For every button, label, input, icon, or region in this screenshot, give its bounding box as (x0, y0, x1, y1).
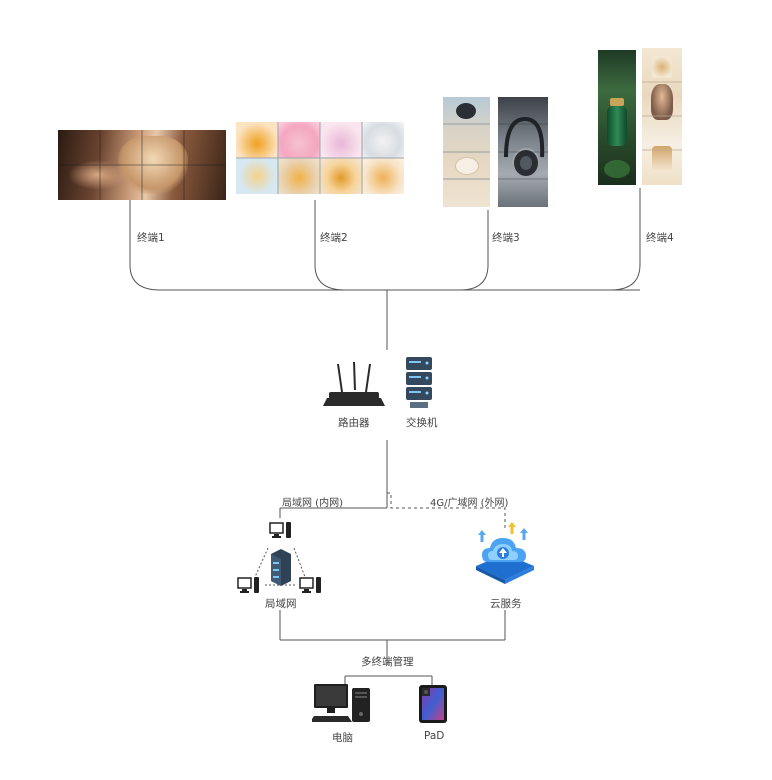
switch-icon (406, 357, 432, 408)
food-tile (236, 158, 278, 194)
terminal-2-display (236, 122, 404, 194)
serum-bottle-image (607, 106, 627, 146)
food-tile (278, 158, 320, 194)
terminal-4-label: 终端4 (646, 232, 674, 244)
terminal-3-display-right (498, 97, 548, 207)
bottle-cap-image (610, 98, 624, 106)
router-icon (323, 362, 385, 406)
terminal-4-display-left (598, 50, 636, 185)
food-tile (278, 122, 320, 158)
leaf-image (604, 160, 630, 178)
model-portrait-image (651, 84, 673, 120)
tablet-icon (419, 685, 447, 723)
terminal-3-display-left (443, 97, 490, 207)
food-tile (362, 122, 404, 158)
workstation-icon (237, 577, 259, 593)
earbud-case-image (455, 157, 479, 175)
desktop-computer-icon (312, 684, 370, 722)
pc-label: 电脑 (332, 732, 353, 744)
portrait-image (118, 136, 188, 194)
terminal-3-label: 终端3 (492, 232, 520, 244)
wan-link-label: 4G/广域网 (外网) (430, 498, 509, 509)
food-tile (362, 158, 404, 194)
lan-link-label: 局域网 (内网) (282, 498, 343, 509)
cloud-label: 云服务 (490, 598, 522, 610)
pad-label: PaD (424, 730, 445, 742)
terminal-2-label: 终端2 (320, 232, 348, 244)
terminal-1-label: 终端1 (137, 232, 165, 244)
management-label: 多终端管理 (361, 656, 414, 668)
arm-shape (68, 160, 128, 190)
workstation-icon (269, 522, 291, 538)
workstation-icon (299, 577, 321, 593)
terminal-4-display-right (642, 48, 682, 185)
food-tile (320, 158, 362, 194)
product-image (652, 56, 672, 78)
cloud-service-icon (476, 522, 534, 584)
cream-jar-image (652, 146, 672, 172)
router-label: 路由器 (338, 417, 370, 429)
lan-label: 局域网 (265, 598, 297, 610)
food-tile (236, 122, 278, 158)
terminal-1-display (58, 130, 226, 200)
lan-server-icon (271, 549, 291, 586)
headphone-image (504, 116, 545, 178)
food-tile (320, 122, 362, 158)
earbuds-image (456, 103, 476, 119)
switch-label: 交换机 (406, 417, 438, 429)
